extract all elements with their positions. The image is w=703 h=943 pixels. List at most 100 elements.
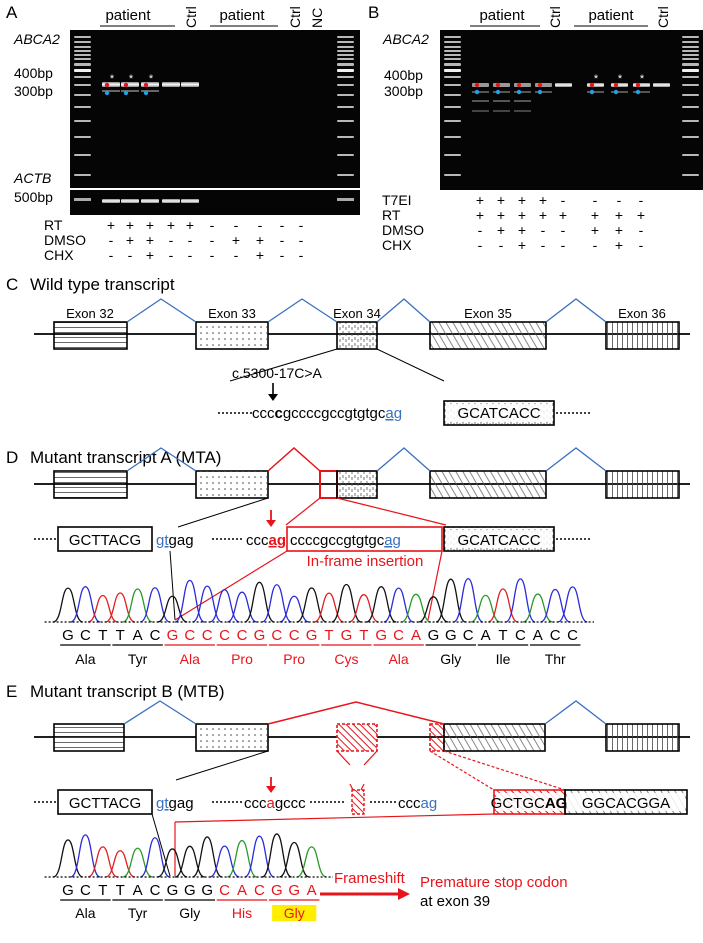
condition-value: +	[637, 207, 645, 223]
band-asterisk: *	[640, 73, 645, 85]
panel-a-ctrl-label-2: Ctrl	[287, 6, 303, 28]
condition-value: -	[478, 222, 483, 238]
base-call: C	[271, 627, 282, 644]
ladder-band	[682, 120, 699, 122]
codon-aa: Pro	[231, 651, 253, 667]
ladder-band	[74, 198, 91, 201]
condition-value: +	[615, 222, 623, 238]
stop-codon-highlight	[272, 905, 317, 921]
condition-value: -	[169, 247, 174, 263]
ladder-band	[74, 106, 91, 108]
panel-b-ladders	[444, 36, 699, 176]
trace-peak	[70, 834, 101, 878]
trace-peak	[279, 595, 310, 623]
band-marker-red	[495, 82, 501, 88]
base-call: G	[62, 627, 74, 644]
condition-label: DMSO	[382, 222, 424, 238]
panel-a-ctrl-label-1: Ctrl	[183, 6, 199, 28]
ladder-band	[337, 41, 354, 43]
base-call: A	[133, 627, 143, 644]
trace-peak	[105, 592, 136, 623]
codon-aa: Gly	[440, 651, 461, 667]
exon-32-label: Exon 32	[66, 306, 114, 321]
trace-peak	[105, 850, 136, 878]
ladder-band	[74, 50, 91, 52]
ladder-band	[444, 41, 461, 43]
exon-32: Exon 32	[53, 306, 128, 350]
codon-aa: Cys	[334, 651, 358, 667]
trace-peak	[226, 839, 258, 878]
ladder-band	[682, 46, 699, 48]
condition-value: +	[146, 232, 154, 248]
band-marker-blue	[516, 89, 522, 95]
panel-c-seq-exon: GCATCACC	[457, 405, 540, 422]
actb-band	[162, 199, 180, 203]
ladder-band	[74, 120, 91, 122]
base-call: G	[254, 627, 266, 644]
condition-value: -	[639, 222, 644, 238]
trace-peak	[122, 588, 153, 623]
panel-b-letter: B	[368, 3, 379, 22]
panel-b-ctrl-label-2: Ctrl	[655, 6, 671, 28]
condition-value: +	[518, 192, 526, 208]
panel-e-seq-skipped-exon	[351, 789, 365, 815]
panel-a-condition-table: RT+++++-----DMSO-++---++--CHX--+----+--	[44, 217, 304, 263]
base-call: T	[98, 627, 107, 644]
base-call: G	[445, 627, 457, 644]
abca2-band-upper	[181, 82, 199, 87]
band-marker-blue	[589, 89, 595, 95]
band-asterisk: *	[129, 73, 134, 85]
ladder-band	[74, 94, 91, 96]
ladder-band	[444, 58, 461, 60]
panel-d-exon-36	[605, 470, 680, 499]
panel-d-exon-35	[429, 470, 547, 499]
condition-value: -	[561, 192, 566, 208]
band-marker-red	[537, 82, 543, 88]
panel-b-ctrl-label-1: Ctrl	[547, 6, 563, 28]
panel-d-title: Mutant transcript A (MTA)	[30, 448, 221, 467]
panel-b-size-300: 300bp	[384, 83, 423, 99]
condition-value: -	[617, 192, 622, 208]
condition-value: -	[210, 217, 215, 233]
digest-fragment	[472, 100, 489, 102]
panel-b-bands: ***	[472, 73, 670, 112]
condition-value: -	[499, 237, 504, 253]
ladder-band	[337, 46, 354, 48]
ladder-band	[682, 76, 699, 78]
panel-e-exon-35	[443, 723, 546, 752]
panel-a-patient-label-1: patient	[105, 7, 151, 24]
ladder-band	[444, 174, 461, 176]
ladder-band	[682, 36, 699, 38]
base-call: C	[237, 627, 248, 644]
condition-value: -	[188, 247, 193, 263]
condition-value: +	[539, 192, 547, 208]
codon-aa: Tyr	[128, 651, 148, 667]
base-call: T	[98, 882, 107, 899]
ladder-band	[682, 94, 699, 96]
trace-peak	[487, 588, 519, 623]
abca2-band	[472, 83, 489, 87]
trace-peak	[52, 587, 84, 623]
ladder-band	[74, 136, 91, 138]
condition-value: +	[126, 232, 134, 248]
band-marker-red	[143, 82, 149, 88]
ladder-band	[337, 76, 354, 78]
band-marker-red	[613, 82, 619, 88]
panel-b: B patient Ctrl patient Ctrl ABCA2 400bp …	[368, 3, 703, 253]
ladder-band	[74, 36, 91, 38]
codon-aa: Ile	[496, 651, 511, 667]
condition-value: -	[541, 237, 546, 253]
band-marker-blue	[495, 89, 501, 95]
ladder-band	[682, 54, 699, 56]
condition-value: -	[639, 237, 644, 253]
condition-value: +	[186, 217, 194, 233]
digest-fragment	[514, 100, 531, 102]
ladder-band	[682, 136, 699, 138]
abca2-band	[493, 83, 510, 87]
base-call: C	[550, 627, 561, 644]
trace-peak	[226, 591, 258, 623]
condition-value: +	[591, 222, 599, 238]
panel-e-seq-deleted: GCTGCAG	[491, 795, 568, 812]
trace-peak	[505, 578, 536, 623]
condition-value: +	[146, 217, 154, 233]
